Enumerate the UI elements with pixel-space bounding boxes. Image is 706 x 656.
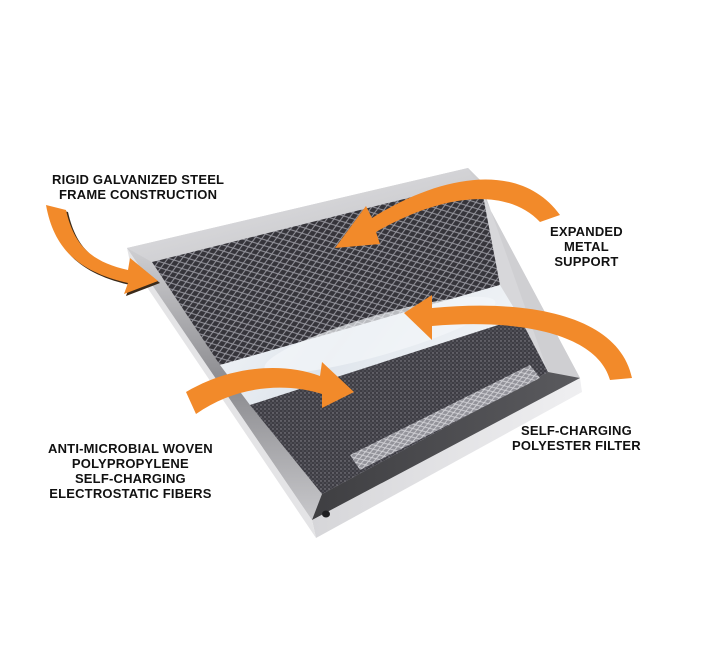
callout-electrostatic-fibers: ANTI-MICROBIAL WOVEN POLYPROPYLENE SELF-…	[48, 441, 213, 501]
frame-rivet-hole	[322, 510, 330, 518]
curved-arrow-left-icon	[404, 295, 632, 380]
callout-line: ANTI-MICROBIAL WOVEN	[48, 441, 213, 456]
callout-line: METAL	[564, 239, 609, 254]
callout-line: RIGID GALVANIZED STEEL	[52, 172, 225, 187]
callout-line: EXPANDED	[550, 224, 623, 239]
callout-line: SELF-CHARGING	[74, 471, 186, 486]
curved-arrow-right-icon	[186, 362, 354, 414]
curved-arrow-right-icon	[46, 205, 160, 296]
callout-line: FRAME CONSTRUCTION	[59, 187, 218, 202]
callout-frame-construction: RIGID GALVANIZED STEEL FRAME CONSTRUCTIO…	[52, 172, 224, 202]
callout-line: SELF-CHARGING	[520, 423, 632, 438]
callout-polyester-filter: SELF-CHARGING POLYESTER FILTER	[512, 423, 641, 453]
callout-line: SUPPORT	[554, 254, 619, 269]
callout-line: POLYPROPYLENE	[71, 456, 189, 471]
callout-expanded-metal-support: EXPANDED METAL SUPPORT	[550, 224, 623, 269]
curved-arrow-left-icon	[335, 179, 560, 248]
callout-line: POLYESTER FILTER	[512, 438, 641, 453]
callout-line: ELECTROSTATIC FIBERS	[49, 486, 212, 501]
